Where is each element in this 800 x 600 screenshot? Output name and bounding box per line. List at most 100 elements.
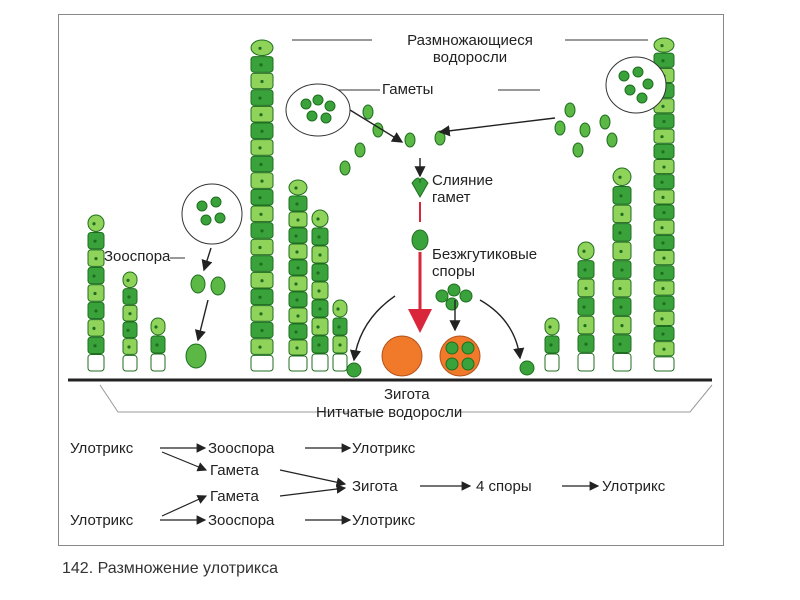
scheme-zoospore-bottom: Зооспора <box>208 512 275 529</box>
algae-cell <box>577 241 595 261</box>
algae-cell <box>311 353 329 372</box>
cell-nucleus <box>316 217 320 221</box>
flagellaless-spores <box>435 283 473 311</box>
algae-cell <box>122 354 138 372</box>
algae-cell <box>87 266 105 285</box>
cell-nucleus <box>127 345 131 349</box>
algae-filament <box>150 317 166 372</box>
algae-filament <box>250 39 274 372</box>
scheme-ulothrix-bottom: Улотрикс <box>70 512 134 529</box>
cell-nucleus <box>337 325 341 329</box>
cell-nucleus <box>93 239 97 243</box>
algae-cell <box>250 89 274 106</box>
cell-nucleus <box>126 278 130 282</box>
cell-nucleus <box>259 63 263 67</box>
cell-nucleus <box>260 229 264 233</box>
algae-cell <box>122 321 138 339</box>
scheme-gamete-2: Гамета <box>210 488 259 505</box>
algae-cell <box>288 227 308 244</box>
algae-cell <box>612 334 632 353</box>
label-flagellaless-line1: Безжгутиковые <box>432 246 538 263</box>
cell-nucleus <box>93 291 97 296</box>
algae-cell <box>250 288 274 306</box>
algae-cell <box>653 128 675 144</box>
cell-nucleus <box>259 113 263 117</box>
algae-cell <box>87 214 105 232</box>
fused-gametes <box>411 177 429 251</box>
algae-cell <box>311 317 329 336</box>
cell-nucleus <box>258 295 262 299</box>
label-fusion-line2: гамет <box>432 189 471 206</box>
cell-nucleus <box>294 330 298 334</box>
algae-cell <box>250 139 274 156</box>
cell-nucleus <box>317 235 321 239</box>
cell-nucleus <box>92 274 96 278</box>
cell-nucleus <box>296 314 300 318</box>
algae-cell <box>653 37 675 53</box>
cell-nucleus <box>127 295 131 299</box>
algae-cell <box>250 238 274 256</box>
scheme-four-spores: 4 споры <box>476 478 532 495</box>
figure-caption: 142. Размножение улотрикса <box>62 560 279 577</box>
cell-nucleus <box>258 146 262 150</box>
cell-nucleus <box>296 218 300 222</box>
cell-nucleus <box>620 324 624 328</box>
algae-cell <box>332 353 348 372</box>
scheme-zoospore-top: Зооспора <box>208 440 275 457</box>
cell-nucleus <box>94 257 98 261</box>
cell-nucleus <box>548 325 552 329</box>
cell-nucleus <box>584 342 588 346</box>
scheme-zygote: Зигота <box>352 478 398 495</box>
cell-nucleus <box>258 196 262 200</box>
cell-nucleus <box>92 326 96 330</box>
algae-cell <box>250 354 274 372</box>
cell-nucleus <box>619 194 623 198</box>
algae-cell <box>311 263 329 282</box>
zoospores <box>185 274 226 369</box>
algae-filament <box>577 241 595 372</box>
cell-nucleus <box>619 249 623 254</box>
scheme-ulothrix-final: Улотрикс <box>602 478 666 495</box>
scheme-arrows <box>160 443 600 525</box>
cell-nucleus <box>155 343 159 347</box>
label-zygote: Зигота <box>384 386 430 403</box>
cell-nucleus <box>662 119 666 124</box>
cell-nucleus <box>92 222 96 226</box>
cell-nucleus <box>661 241 665 245</box>
algae-cell <box>612 223 632 242</box>
algae-filament <box>612 167 632 372</box>
algae-filament <box>288 179 308 372</box>
cell-nucleus <box>94 309 98 313</box>
algae-filament <box>311 209 329 372</box>
algae-filament <box>87 214 105 372</box>
cell-nucleus <box>294 186 298 190</box>
cell-nucleus <box>620 268 624 272</box>
cell-nucleus <box>660 271 664 275</box>
algae-cell <box>612 167 632 187</box>
cell-nucleus <box>620 212 624 216</box>
cell-nucleus <box>295 346 299 350</box>
cell-nucleus <box>260 328 264 333</box>
algae-cell <box>577 297 595 316</box>
cell-nucleus <box>336 307 340 311</box>
algae-cell <box>544 317 560 336</box>
cell-nucleus <box>259 162 263 167</box>
zygote <box>381 335 423 377</box>
algae-cell <box>250 39 274 57</box>
scheme-gamete-1: Гамета <box>210 462 259 479</box>
algae-cell <box>288 355 308 372</box>
cell-nucleus <box>294 234 298 238</box>
label-zoospore: Зооспора <box>104 248 171 265</box>
cell-nucleus <box>660 135 664 139</box>
zygote-with-spores <box>439 335 481 377</box>
cell-nucleus <box>661 195 665 200</box>
scheme-ulothrix-bottom-result: Улотрикс <box>352 512 416 529</box>
cell-nucleus <box>662 347 666 351</box>
algae-filament <box>544 317 560 372</box>
algae-cell <box>612 352 632 372</box>
cell-nucleus <box>660 226 664 230</box>
cell-nucleus <box>338 343 342 347</box>
algae-filament <box>332 299 348 372</box>
cell-nucleus <box>583 268 587 272</box>
